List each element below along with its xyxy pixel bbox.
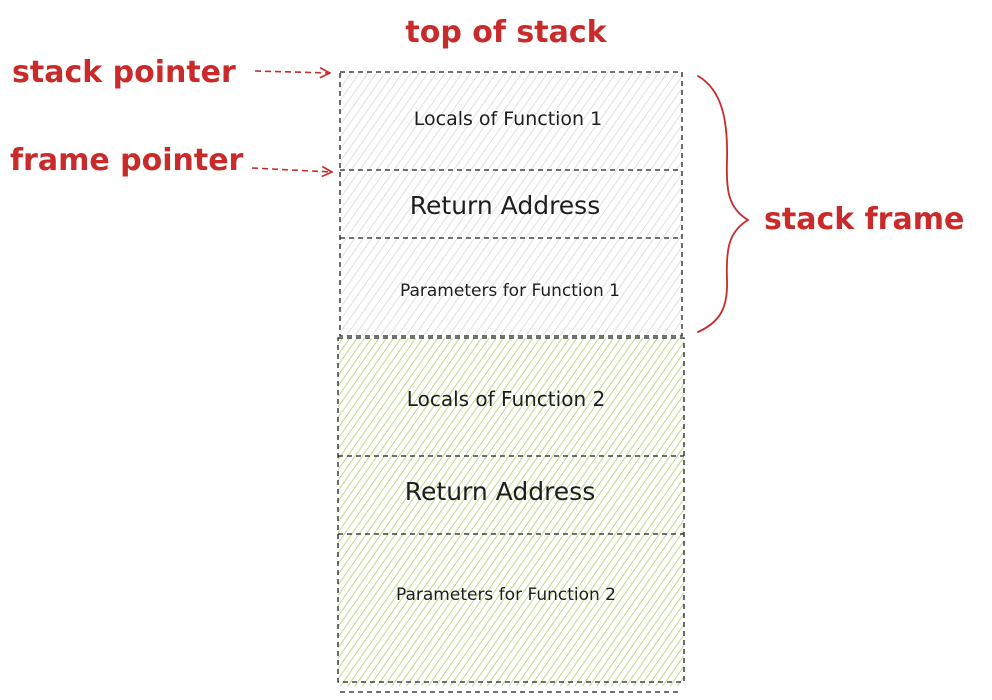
frame-1-locals-label: Locals of Function 1 [414,108,602,130]
frame-2-locals-label: Locals of Function 2 [407,387,605,411]
top-of-stack-label: top of stack [405,15,607,50]
frame-2-parameters-label: Parameters for Function 2 [396,585,616,605]
stack-pointer-label: stack pointer [12,55,236,90]
frame-2: Locals of Function 2 Return Address Para… [337,337,685,693]
frame-1-parameters-label: Parameters for Function 1 [400,281,620,301]
frame-pointer-arrow [251,168,332,172]
frame-1-hatch [340,72,682,336]
frame-2-return-address-label: Return Address [405,477,595,506]
frame-pointer-label: frame pointer [10,143,244,178]
stack-frame-brace [697,75,750,333]
frame-2-outline [337,337,685,683]
frame-1-return-address-label: Return Address [410,191,600,220]
stack-pointer-arrow [254,71,330,73]
frame-2-hatch [338,338,684,686]
frame-1-outline [339,71,683,337]
frame-1: Locals of Function 1 Return Address Para… [339,71,683,337]
stack-frame-label: stack frame [764,202,964,237]
